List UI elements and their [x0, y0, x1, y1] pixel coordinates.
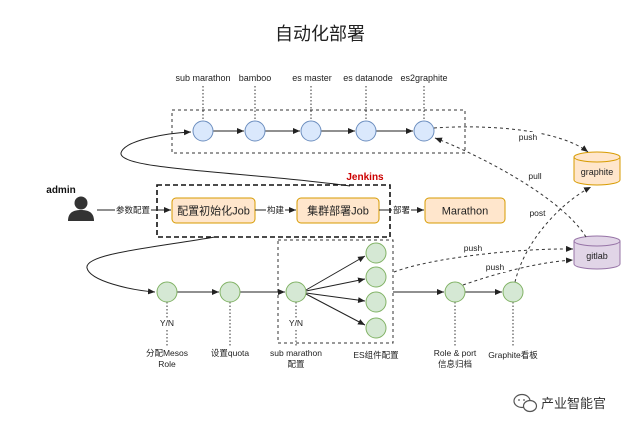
- decision-label: Y/N: [160, 318, 174, 328]
- node-graphite-dashboard: [502, 281, 524, 303]
- step-label: ES组件配置: [353, 350, 399, 360]
- step-label: 分配Mesos: [146, 348, 188, 358]
- edge-push-gitlab-role: [462, 257, 574, 286]
- step-label: sub marathon: [270, 348, 322, 358]
- marathon-label: Marathon: [442, 206, 488, 218]
- jenkins-label: Jenkins: [346, 172, 384, 183]
- gitlab-label: gitlab: [586, 251, 608, 261]
- edge-label-deploy: 部署: [393, 205, 411, 215]
- step-label: 信息归档: [438, 359, 472, 369]
- top-row-group-box: [171, 109, 466, 154]
- top-label-es-master: es master: [292, 73, 332, 83]
- job-label-init: 配置初始化Job: [177, 204, 250, 218]
- brand-watermark: 产业智能官: [513, 393, 606, 413]
- person-icon: [68, 196, 94, 221]
- jenkins-group-box: [156, 184, 391, 238]
- edge-label-pull-gitlab: pull: [528, 171, 541, 181]
- top-row-nodes: [192, 120, 435, 142]
- graphite-cylinder-top: [573, 151, 621, 163]
- node-role-port-archive: [444, 281, 466, 303]
- fan-arrow: [305, 277, 366, 292]
- top-label-es2graphite: es2graphite: [400, 73, 447, 83]
- node-sub-marathon: [192, 120, 214, 142]
- node-es-master: [300, 120, 322, 142]
- actor-label: admin: [46, 185, 75, 196]
- decision-label: Y/N: [289, 318, 303, 328]
- edge-push-graphite: [433, 126, 589, 153]
- node-es-component: [365, 242, 387, 264]
- curve-jenkins-to-top-row: [120, 129, 351, 187]
- top-row-leaders: [202, 86, 425, 120]
- edge-label-push-graphite: push: [519, 132, 538, 142]
- edge-label-param: 参数配置: [116, 205, 151, 215]
- job-label-deploy: 集群部署Job: [307, 204, 369, 218]
- step-label: 配置: [287, 359, 305, 369]
- node-es-component: [365, 291, 387, 313]
- curve-jenkins-to-bottom-row: [86, 236, 216, 295]
- node-es-datanode: [355, 120, 377, 142]
- graphite-cylinder-body: [573, 157, 621, 186]
- edge-label-push-gitlab-role: push: [486, 262, 505, 272]
- node-es-component: [365, 266, 387, 288]
- node-bamboo: [244, 120, 266, 142]
- edge-label-post-graphite: post: [529, 208, 546, 218]
- fan-arrow: [305, 255, 366, 291]
- bottom-row-leaders: [166, 302, 514, 346]
- graphite-label: graphite: [581, 167, 614, 177]
- node-set-quota: [219, 281, 241, 303]
- bottom-row-nodes: [156, 242, 524, 339]
- top-row-labels: sub marathon bamboo es master es datanod…: [175, 73, 447, 83]
- step-label: Role: [158, 359, 176, 369]
- bottom-row-arrows: [177, 255, 502, 326]
- top-label-es-datanode: es datanode: [343, 73, 393, 83]
- step-label: Graphite看板: [488, 350, 538, 360]
- page-title: 自动化部署: [275, 24, 365, 44]
- graphite-store: graphite: [573, 151, 621, 186]
- top-label-sub-marathon: sub marathon: [175, 73, 230, 83]
- fan-arrow: [305, 293, 366, 326]
- top-label-bamboo: bamboo: [239, 73, 272, 83]
- brand-name: 产业智能官: [541, 396, 606, 411]
- node-sub-marathon-config: [285, 281, 307, 303]
- edge-label-push-gitlab-es: push: [464, 243, 483, 253]
- marathon-box: [424, 197, 506, 224]
- edge-push-gitlab-es: [393, 245, 574, 273]
- step-label: 设置quota: [211, 348, 250, 358]
- fan-arrow: [305, 292, 366, 304]
- gitlab-store: gitlab: [573, 235, 621, 270]
- gitlab-cylinder-top: [573, 235, 621, 247]
- bottom-row-labels: 分配Mesos Role 设置quota sub marathon 配置 ES组…: [146, 348, 538, 369]
- node-mesos-role: [156, 281, 178, 303]
- node-es-component: [365, 317, 387, 339]
- edge-label-build: 构建: [267, 205, 285, 215]
- edge-post-graphite: [514, 186, 592, 283]
- chat-bubbles-icon: [513, 393, 538, 413]
- step-label: Role & port: [434, 348, 477, 358]
- gitlab-cylinder-body: [573, 241, 621, 270]
- edge-pull-gitlab: [434, 137, 587, 238]
- node-es2graphite: [413, 120, 435, 142]
